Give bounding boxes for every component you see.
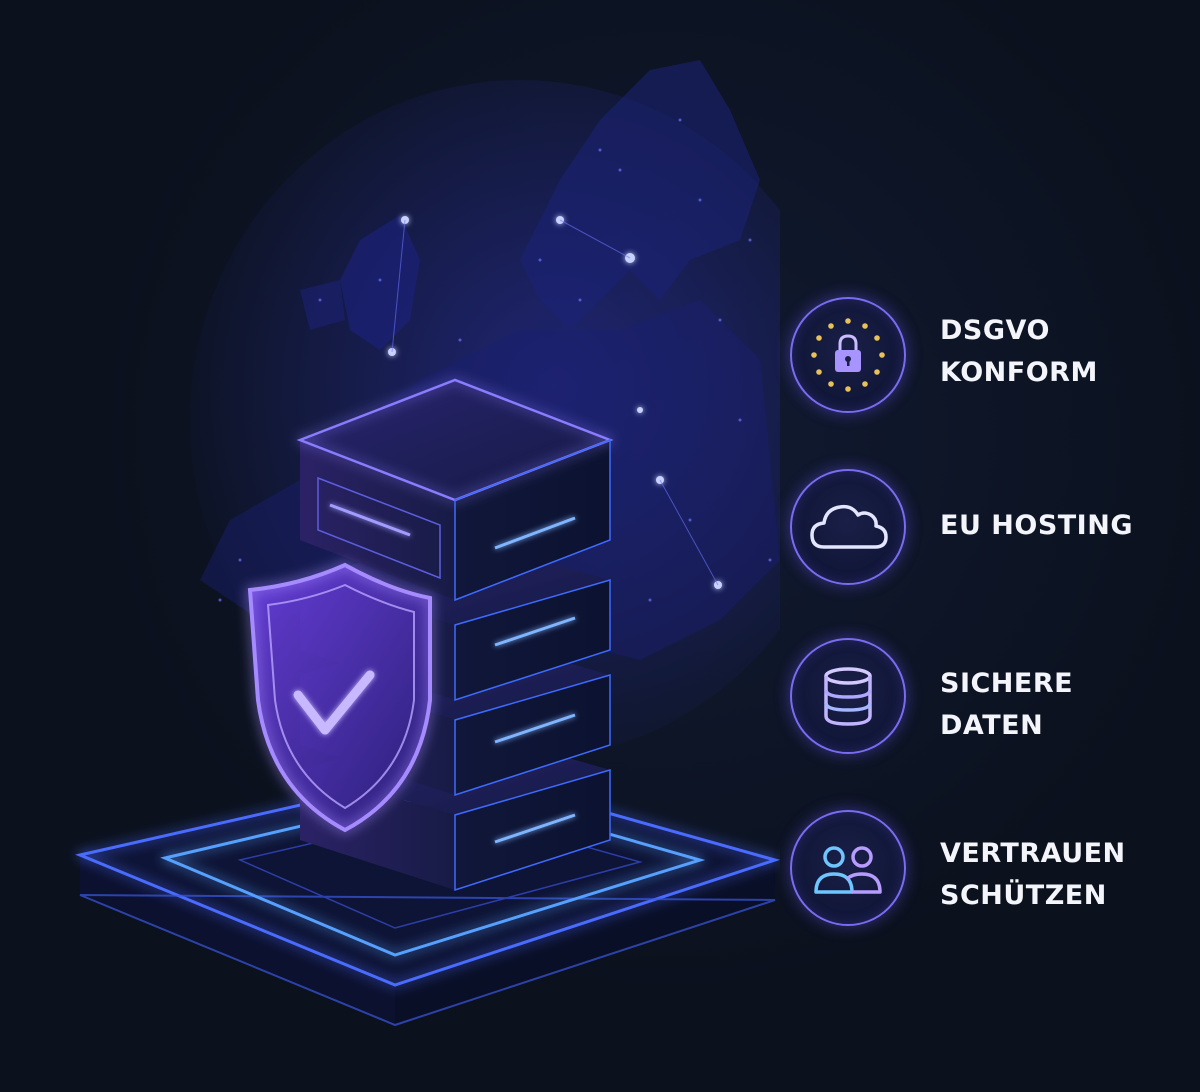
feature-label-line: EU HOSTING (940, 510, 1133, 541)
feature-sichere-daten: SICHERE DATEN (790, 638, 1190, 758)
server-security-illustration (75, 60, 780, 1027)
feature-label: DSGVO KONFORM (940, 310, 1098, 394)
eu-lock-icon (811, 318, 885, 392)
feature-badge (790, 469, 906, 585)
feature-badge (790, 638, 906, 754)
users-icon (814, 846, 882, 894)
feature-dsgvo: DSGVO KONFORM (790, 297, 1190, 417)
feature-label-line: KONFORM (940, 357, 1098, 388)
shield-check-icon (247, 562, 432, 833)
feature-label: VERTRAUEN SCHÜTZEN (940, 833, 1126, 917)
cloud-icon (810, 504, 888, 549)
feature-label-line: DATEN (940, 710, 1044, 741)
feature-label-line: SICHERE (940, 668, 1074, 699)
database-icon (824, 667, 872, 726)
feature-label-line: VERTRAUEN (940, 838, 1126, 869)
feature-label-line: SCHÜTZEN (940, 880, 1107, 911)
feature-label: EU HOSTING (940, 505, 1133, 547)
feature-vertrauen: VERTRAUEN SCHÜTZEN (790, 810, 1190, 930)
feature-label: SICHERE DATEN (940, 663, 1073, 747)
feature-eu-hosting: EU HOSTING (790, 469, 1190, 589)
feature-badge (790, 297, 906, 413)
server-unit-1 (296, 378, 614, 602)
feature-label-line: DSGVO (940, 315, 1050, 346)
feature-badge (790, 810, 906, 926)
feature-list: DSGVO KONFORM EU HOSTING (790, 0, 1190, 1092)
